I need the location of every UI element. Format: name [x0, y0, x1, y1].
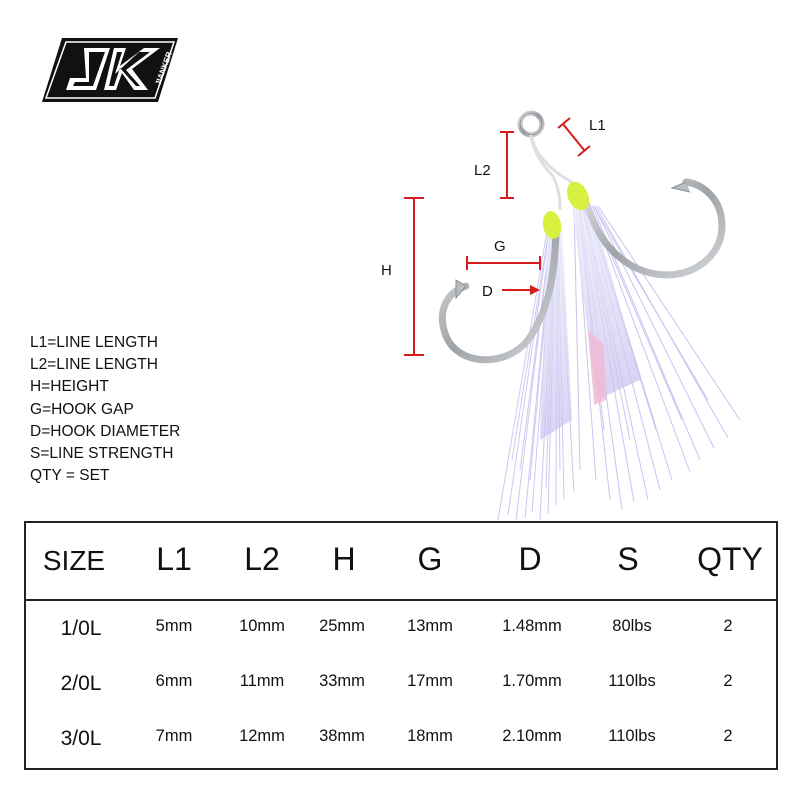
left-thread-wrap: [542, 211, 562, 239]
header-d: D: [518, 541, 542, 577]
cell-s: 110lbs: [608, 727, 656, 745]
dim-label-g: G: [494, 238, 506, 255]
cell-g: 13mm: [407, 617, 453, 635]
header-l1: L1: [156, 541, 192, 577]
header-l2: L2: [244, 541, 280, 577]
header-size: SIZE: [42, 545, 106, 576]
cell-d: 1.48mm: [502, 617, 562, 635]
legend-item-l1: L1=LINE LENGTH: [30, 334, 158, 351]
cell-l1: 7mm: [155, 727, 193, 745]
assist-hook-illustration: [404, 110, 741, 521]
cell-l2: 12mm: [239, 727, 285, 745]
dim-label-l2: L2: [474, 162, 491, 179]
right-thread-wrap: [566, 181, 590, 211]
header-g: G: [417, 541, 443, 577]
header-s: S: [617, 541, 639, 577]
legend-item-l2: L2=LINE LENGTH: [30, 356, 158, 374]
cell-qty: 2: [723, 617, 733, 635]
header-divider: [26, 599, 776, 601]
legend-item-h: H=HEIGHT: [30, 378, 109, 396]
cell-size: 3/0L: [60, 727, 102, 750]
dim-label-l1: L1: [589, 117, 606, 134]
cell-h: 38mm: [319, 727, 365, 745]
cell-size: 2/0L: [60, 672, 102, 695]
legend-item-s: S=LINE STRENGTH: [30, 445, 174, 463]
table-row: 3/0L 7mm 12mm 38mm 18mm 2.10mm 110lbs 2: [26, 727, 776, 777]
table-row: 2/0L 6mm 11mm 33mm 17mm 1.70mm 110lbs 2: [26, 672, 776, 722]
cell-l2: 10mm: [239, 617, 285, 635]
legend-item-qty: QTY = SET: [30, 467, 110, 485]
right-hook: [578, 178, 726, 279]
cell-l1: 6mm: [155, 672, 193, 690]
jk-logo-mark: JIANKER: [42, 38, 178, 102]
cell-l2: 11mm: [239, 672, 285, 690]
cell-h: 33mm: [319, 672, 365, 690]
dimension-lines: [404, 117, 591, 356]
cell-qty: 2: [723, 672, 733, 690]
header-h: H: [332, 541, 356, 577]
legend-item-d: D=HOOK DIAMETER: [30, 422, 181, 440]
brand-logo: JIANKER: [40, 36, 180, 104]
cell-h: 25mm: [319, 617, 365, 635]
header-qty: QTY: [697, 541, 763, 577]
left-hook: [438, 218, 560, 364]
cell-size: 1/0L: [60, 617, 102, 640]
cell-d: 1.70mm: [502, 672, 562, 690]
cell-l1: 5mm: [155, 617, 193, 635]
cell-s: 80lbs: [612, 617, 652, 635]
table-row: 1/0L 5mm 10mm 25mm 13mm 1.48mm 80lbs 2: [26, 617, 776, 667]
cell-g: 18mm: [407, 727, 453, 745]
table-header-row: SIZE L1 L2 H G D S QTY: [26, 523, 776, 599]
left-flash-body: [540, 225, 572, 440]
abbreviation-legend: L1=LINE LENGTH L2=LINE LENGTH H=HEIGHT G…: [30, 332, 180, 487]
cell-g: 17mm: [407, 672, 453, 690]
solid-ring: [517, 110, 545, 138]
spec-table: SIZE L1 L2 H G D S QTY 1/0L 5mm 10mm 25m…: [24, 521, 778, 770]
cell-s: 110lbs: [608, 672, 656, 690]
legend-item-g: G=HOOK GAP: [30, 400, 134, 418]
cell-d: 2.10mm: [502, 727, 562, 745]
hook-diagram: [360, 100, 800, 521]
dim-label-d: D: [482, 283, 493, 300]
dim-label-h: H: [381, 262, 392, 279]
cell-qty: 2: [723, 727, 733, 745]
right-flash-body: [572, 205, 640, 400]
